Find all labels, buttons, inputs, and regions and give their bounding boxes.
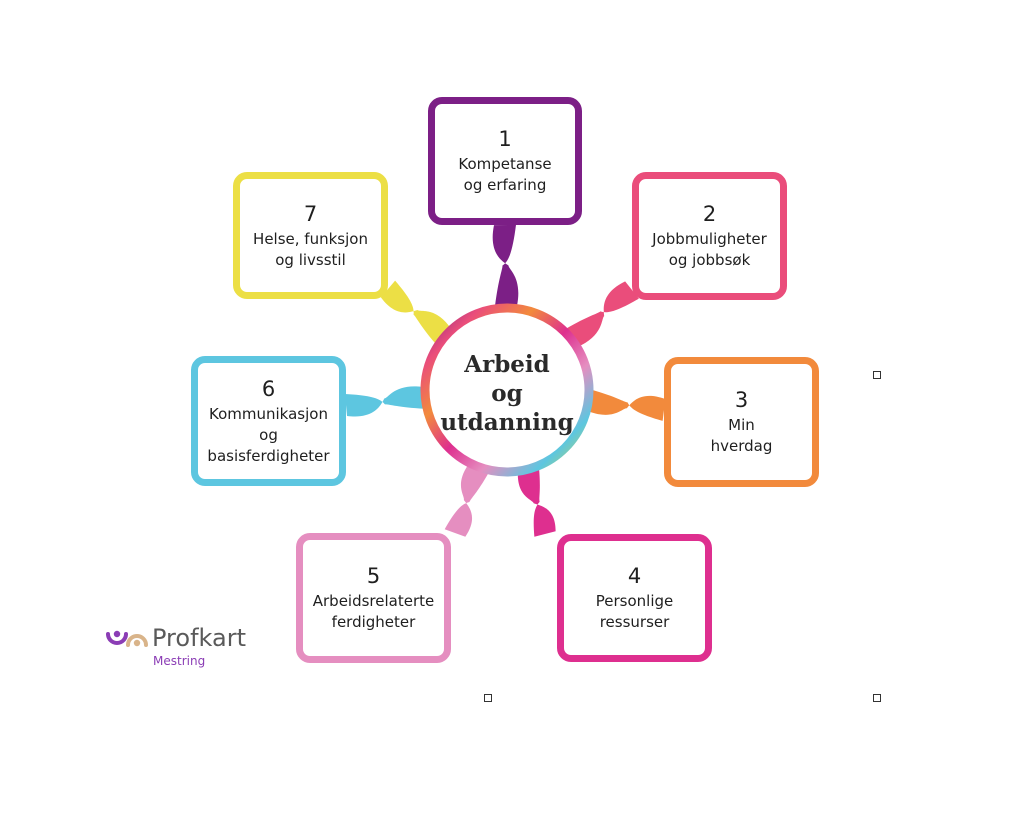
logo-name: Profkart — [152, 624, 246, 652]
category-label: Personlige ressurser — [595, 592, 674, 631]
selection-handle[interactable] — [484, 694, 492, 702]
category-number: 7 — [303, 201, 318, 226]
category-label: Min hverdag — [710, 416, 773, 455]
connector-7 — [380, 280, 451, 345]
connector-5 — [444, 465, 489, 537]
category-number: 4 — [627, 564, 642, 588]
category-label: Kommunikasjon og basisferdigheter — [207, 404, 330, 465]
category-number: 1 — [498, 127, 512, 151]
category-label: Jobbmuligheter og jobbsøk — [652, 230, 767, 269]
category-number: 3 — [734, 388, 749, 412]
selection-handle[interactable] — [873, 371, 881, 379]
category-number: 6 — [261, 376, 276, 401]
center-label: Arbeid og utdanning — [440, 350, 574, 436]
connectors — [344, 224, 666, 537]
connector-3 — [588, 389, 666, 421]
connector-6 — [344, 386, 425, 417]
connector-4 — [517, 468, 556, 537]
center-circle — [420, 303, 594, 477]
category-number: 2 — [702, 202, 717, 226]
connector-2 — [565, 281, 639, 347]
selection-handle[interactable] — [873, 694, 881, 702]
logo-subtitle: Mestring — [153, 654, 206, 668]
profkart-logo: Profkart Mestring — [105, 624, 246, 668]
category-label: Arbeidsrelaterte ferdigheter — [312, 592, 435, 631]
connector-1 — [492, 224, 519, 307]
category-label: Helse, funksjon og livsstil — [253, 229, 368, 269]
category-label: Kompetanse og erfaring — [458, 155, 552, 194]
category-number: 5 — [366, 564, 381, 588]
logo-mark-icon — [106, 630, 148, 647]
